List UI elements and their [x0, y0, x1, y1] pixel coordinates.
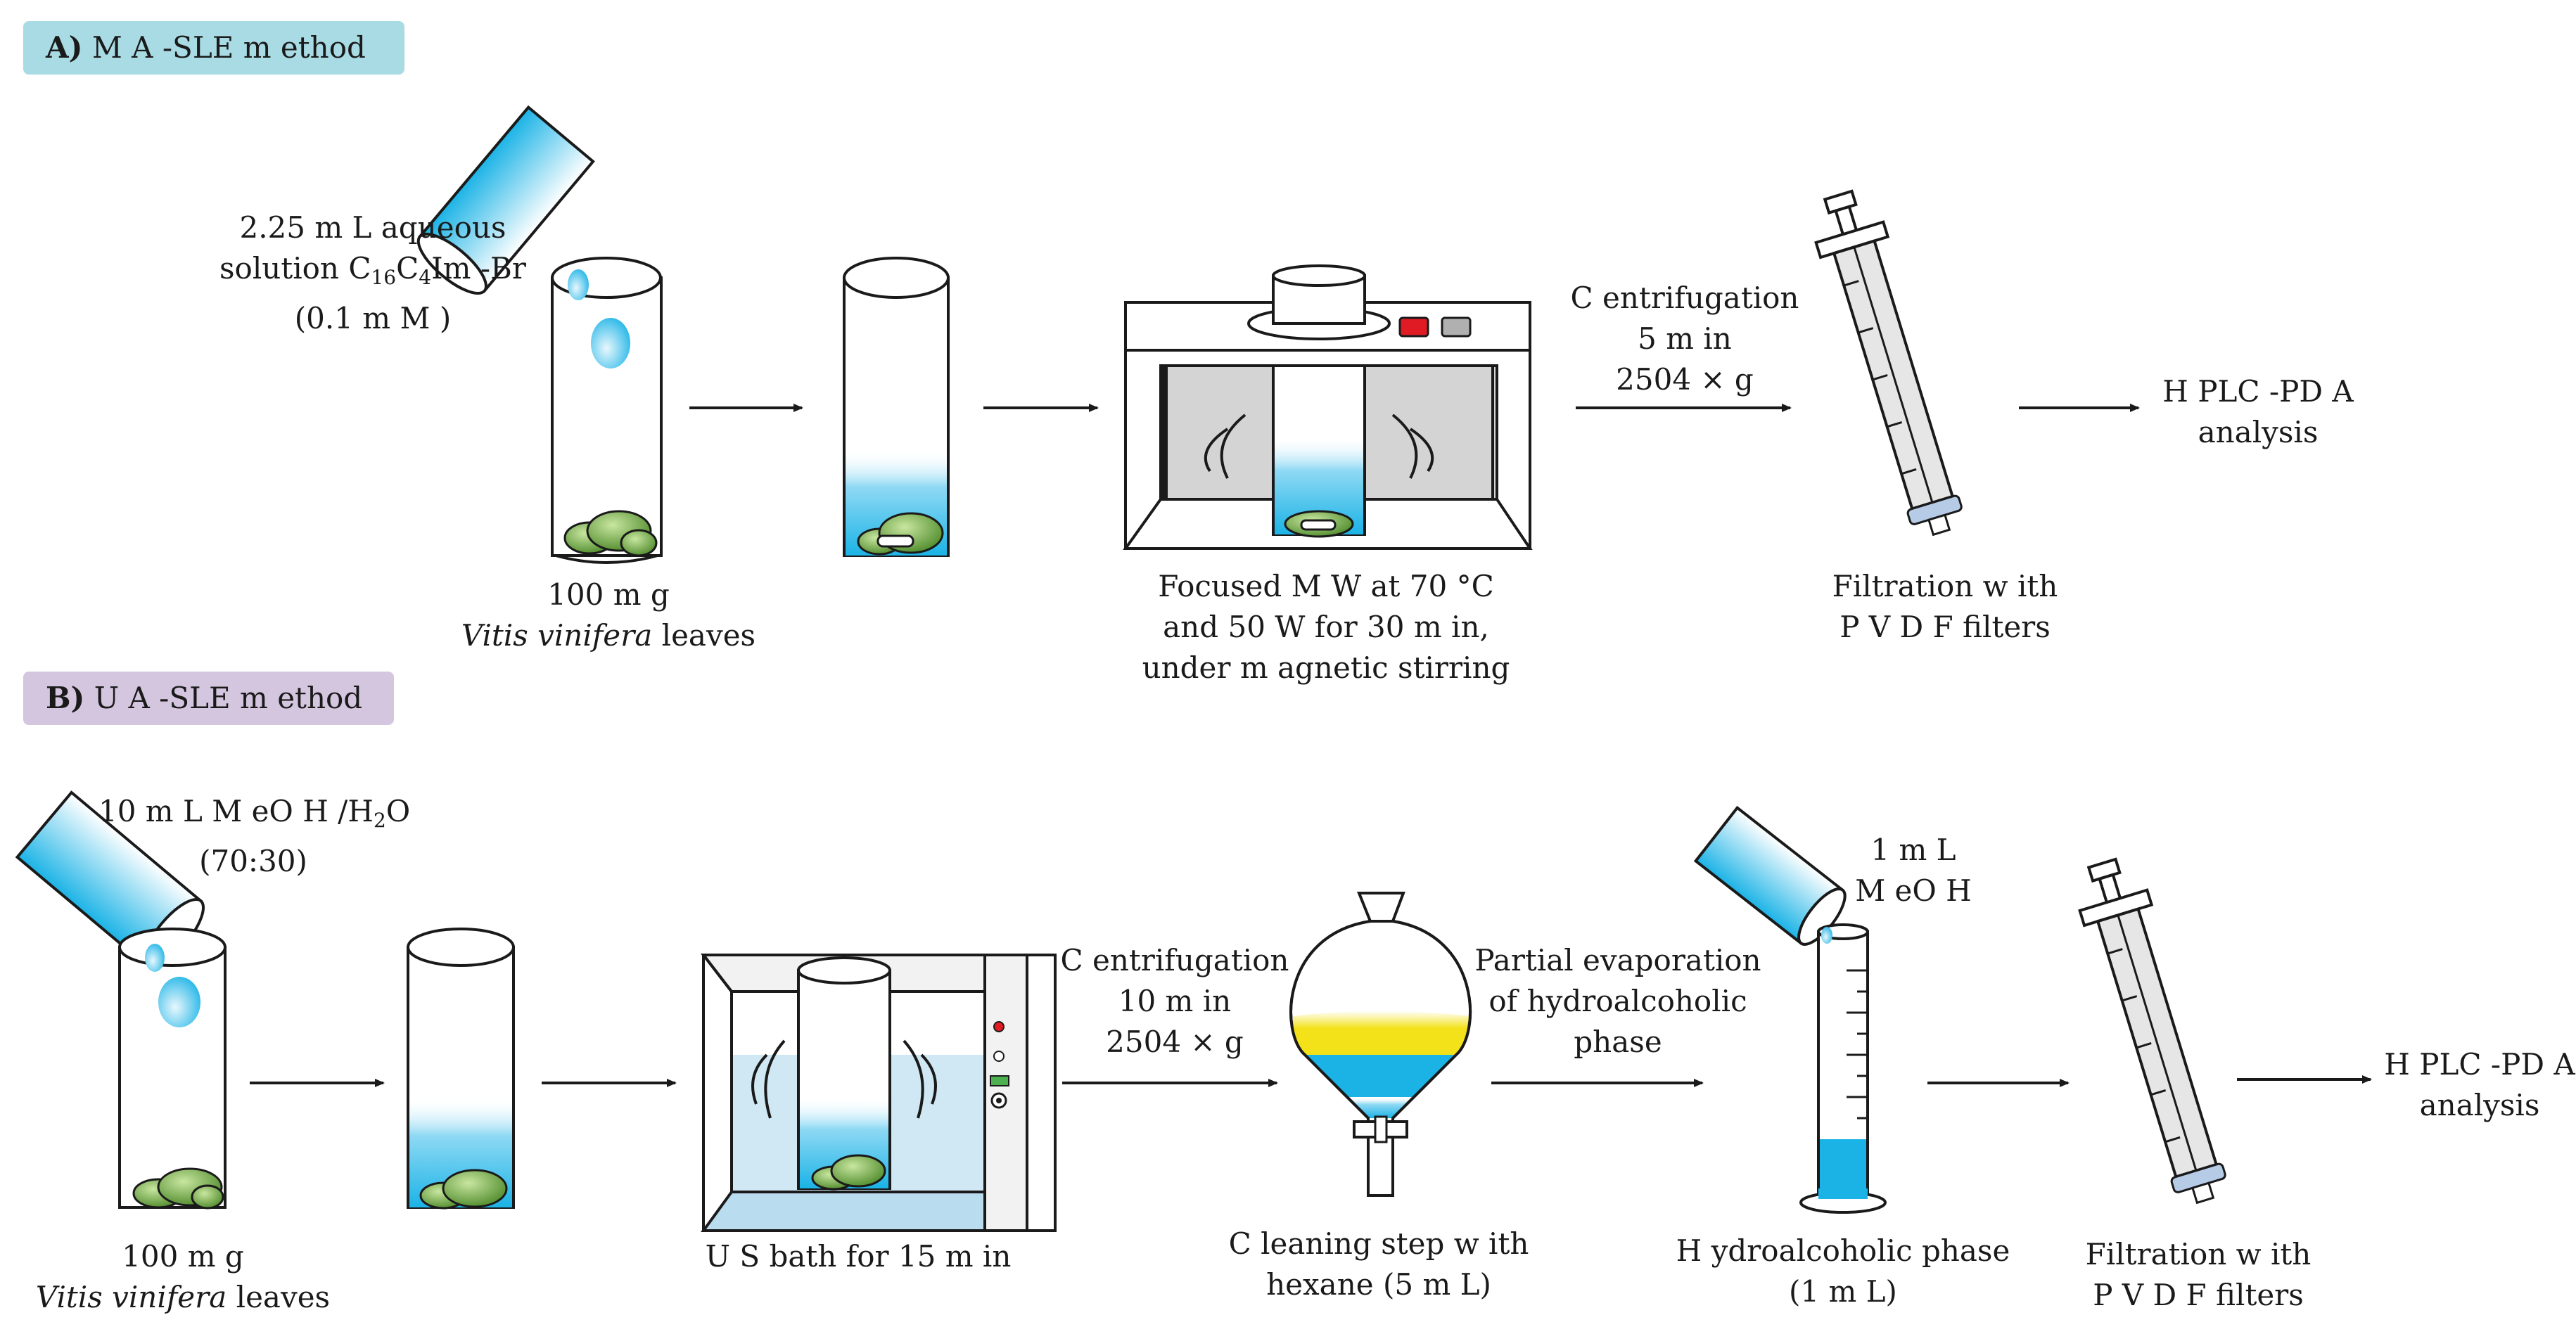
- centrifugation-a-label: C entrifugation 5 m in 2504 × g: [1570, 281, 1799, 397]
- droplet-icon: [145, 944, 165, 972]
- wave-icon: [1391, 413, 1418, 479]
- stir-bar-icon: [1300, 519, 1337, 531]
- section-b-title: B) U A -SLE m ethod: [23, 672, 394, 725]
- leaf-clump-icon: [563, 510, 658, 557]
- reagent-b-label: 10 m L M eO H /H2O (70:30): [98, 794, 411, 878]
- green-display-icon: [990, 1075, 1009, 1086]
- wave-icon: [751, 1053, 768, 1105]
- leaf-clump-icon: [132, 1167, 224, 1210]
- us-bath-label: U S bath for 15 m in: [705, 1239, 1012, 1274]
- leaf-clump-icon: [811, 1154, 886, 1191]
- filtration-a-label: Filtration w ith P V D F filters: [1832, 569, 2058, 644]
- stir-bar-icon: [876, 534, 914, 548]
- reagent-a-label: 2.25 m L aqueous solution C16C4Im -Br (0…: [219, 210, 526, 335]
- section-b-letter: B): [46, 681, 85, 715]
- wave-icon: [764, 1039, 786, 1119]
- wave-icon: [920, 1053, 937, 1105]
- hplc-b-label: H PLC -PD A analysis: [2384, 1047, 2575, 1122]
- droplet-icon: [1821, 927, 1832, 944]
- sample-a-label: 100 m g Vitis vinifera leaves: [461, 577, 756, 653]
- hydroalcoholic-phase-label: H ydroalcoholic phase (1 m L): [1676, 1233, 2010, 1309]
- evaporation-label: Partial evaporation of hydroalcoholic ph…: [1474, 943, 1761, 1059]
- wave-icon: [1204, 428, 1229, 473]
- leaf-clump-icon: [419, 1169, 508, 1210]
- syringe-filter-b: [2078, 857, 2226, 1205]
- droplet-icon: [568, 269, 589, 300]
- meoh-label: 1 m L M eO H: [1855, 833, 1972, 908]
- section-a-name: M A -SLE m ethod: [91, 30, 366, 65]
- wave-icon: [1220, 413, 1246, 479]
- red-knob-icon: [1398, 316, 1429, 338]
- section-a-title: A) M A -SLE m ethod: [23, 21, 404, 75]
- filtration-b-label: Filtration w ith P V D F filters: [2085, 1237, 2312, 1312]
- centrifugation-b-label: C entrifugation 10 m in 2504 × g: [1060, 943, 1289, 1059]
- section-a-letter: A): [46, 30, 83, 65]
- grey-knob-icon: [1441, 316, 1472, 338]
- graduated-cylinder: [1799, 923, 1887, 1214]
- tube-b1-leaves: [118, 928, 227, 1210]
- syringe-filter-a: [1814, 189, 1963, 537]
- red-led-icon: [993, 1021, 1005, 1032]
- sample-b-label: 100 m g Vitis vinifera leaves: [35, 1239, 331, 1314]
- ultrasonic-bath: [700, 954, 1057, 1232]
- microwave-label: Focused M W at 70 °C and 50 W for 30 m i…: [1142, 569, 1510, 685]
- tube-a2-mixture: [843, 257, 950, 557]
- tube-a1-leaves: [551, 257, 663, 564]
- wave-icon: [903, 1039, 924, 1119]
- wave-icon: [1409, 428, 1434, 473]
- tube-b2-mixture: [407, 928, 515, 1210]
- separatory-funnel: [1289, 892, 1472, 1197]
- pouring-tube-c: [1693, 805, 1847, 946]
- droplet-icon: [591, 318, 630, 368]
- white-led-icon: [993, 1051, 1005, 1062]
- droplet-icon: [158, 977, 200, 1027]
- cleaning-step-label: C leaning step w ith hexane (5 m L): [1228, 1226, 1529, 1302]
- microwave-oven: [1123, 264, 1533, 550]
- hplc-a-label: H PLC -PD A analysis: [2162, 374, 2354, 449]
- section-b-name: U A -SLE m ethod: [94, 681, 363, 715]
- pouring-tube-a: [416, 105, 595, 295]
